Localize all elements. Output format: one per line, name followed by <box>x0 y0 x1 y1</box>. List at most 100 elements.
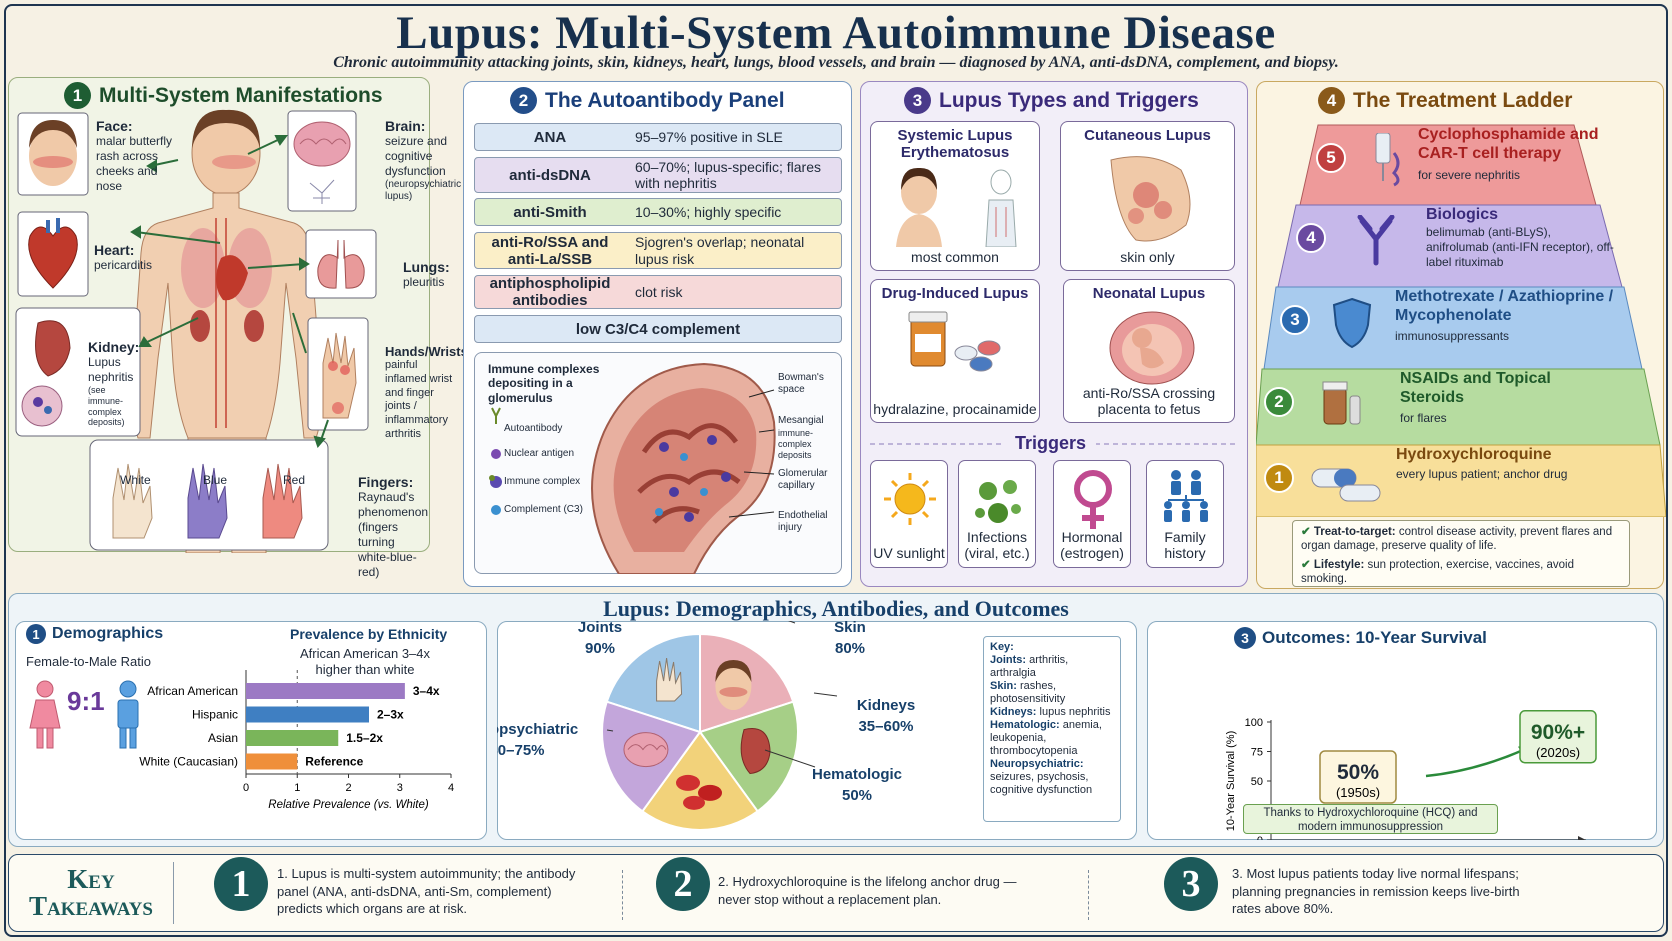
label-endothelial-injury: Endothelial injury <box>778 510 828 533</box>
legend-complement: Complement (C3) <box>504 504 583 515</box>
antibody-name: anti-Smith <box>513 203 587 221</box>
type-card-systemic: Systemic Lupus Erythematosus most common <box>870 121 1040 271</box>
fetus-illustration <box>1109 311 1195 385</box>
bottom-title: Lupus: Demographics, Antibodies, and Out… <box>603 596 1069 621</box>
survival-point-era: (1950s) <box>1336 785 1380 800</box>
tier-title: Methotrexate / Azathioprine / Mycophenol… <box>1395 288 1614 325</box>
triggers-title: Triggers <box>1005 433 1097 454</box>
antibody-desc: Sjogren's overlap; neonatal lupus risk <box>635 234 805 267</box>
value-label: 3–4x <box>413 684 440 698</box>
value-label: 2–3x <box>377 708 404 722</box>
takeaways-bar <box>8 854 1664 932</box>
page-frame <box>4 4 1668 937</box>
tier-description: belimumab (anti-BLyS), anifrolumab (anti… <box>1426 225 1614 269</box>
antibody-name: low C3/C4 complement <box>575 320 741 338</box>
hand-label-blue: Blue <box>203 473 228 487</box>
label-deposits: immune-complex deposits <box>778 428 814 460</box>
female-icon <box>29 680 61 749</box>
antibody-row: ANA 95–97% positive in SLE <box>474 123 842 151</box>
brain-thumbnail <box>287 110 357 212</box>
page-subtitle: Chronic autoimmunity attacking joints, s… <box>333 54 1339 71</box>
y-tick-label: 50 <box>1251 776 1263 788</box>
slice-name-label: Hematologic <box>812 766 902 783</box>
face-thumbnail <box>17 112 89 196</box>
legend-nuclear-antigen: Nuclear antigen <box>504 448 575 459</box>
slice-value-label: 90% <box>585 640 615 657</box>
pie-key: Key: Joints: arthritis, arthralgia Skin:… <box>983 636 1121 822</box>
type-card-drug-induced: Drug-Induced Lupus hydralazine, procaina… <box>870 279 1040 423</box>
slice-illustration <box>715 660 752 711</box>
antibody-name: antiphospholipid antibodies <box>489 275 611 309</box>
x-tick-label: 2 <box>345 782 351 794</box>
female-symbol-icon <box>1074 470 1112 529</box>
tier-description: immunosuppressants <box>1395 329 1510 343</box>
cutaneous-illustration <box>1110 156 1191 242</box>
takeaway-sep-1 <box>622 870 623 920</box>
family-tree-icon <box>1164 470 1208 522</box>
leader-line <box>813 692 838 697</box>
slice-value-label: 50% <box>842 787 872 804</box>
treatment-notes: ✔ Treat-to-target: control disease activ… <box>1292 520 1630 587</box>
hand-joints-thumbnail <box>307 317 369 431</box>
slice-value-label: 80% <box>835 640 865 657</box>
lungs-thumbnail <box>305 229 377 299</box>
organ-pie-chart: Joints90%Skin80%Kidneys35–60%Hematologic… <box>497 621 915 831</box>
slice-illustration <box>623 732 669 768</box>
pie-slice <box>605 632 701 734</box>
body-illustration <box>15 109 377 553</box>
x-tick-label: 3 <box>397 782 403 794</box>
heart-label: Heart: pericarditis <box>94 242 153 272</box>
x-tick-label: 1 <box>294 782 300 794</box>
slice-name-label: Joints <box>578 621 622 636</box>
legend-autoantibody: Autoantibody <box>504 423 563 434</box>
hand-label-white: White <box>120 473 151 487</box>
slice-illustration <box>740 728 771 775</box>
survival-point-value: 90%+ <box>1531 721 1585 744</box>
trigger-uv-sunlight: UV sunlight <box>870 460 948 568</box>
tier-title: NSAIDs and Topical Steroids <box>1400 370 1551 407</box>
leader-line <box>788 621 796 624</box>
x-tick-label: 4 <box>448 782 454 794</box>
slice-name-label: Skin <box>834 621 866 636</box>
survival-point-value: 50% <box>1337 761 1379 784</box>
tier-number: 2 <box>1264 387 1294 417</box>
y-tick-label: 75 <box>1251 747 1263 759</box>
antibody-name: ANA <box>533 128 567 146</box>
category-label: Asian <box>208 731 238 745</box>
takeaways-heading: Key Takeaways <box>29 864 153 921</box>
face-label: Face: malar butterfly rash across cheeks… <box>96 118 173 193</box>
takeaway-number-2: 2 <box>656 857 710 911</box>
y-axis-label: 10-Year Survival (%) <box>1225 731 1237 831</box>
manifestations-title: 1 Multi-System Manifestations <box>64 82 383 109</box>
connector-arrows <box>130 135 329 448</box>
slice-illustration <box>676 774 722 810</box>
label-mesangial: Mesangial <box>778 415 824 426</box>
takeaway-sep-2 <box>1088 870 1089 920</box>
glomerulus-title: Immune complexes depositing in a glomeru… <box>488 362 600 405</box>
bar <box>246 753 298 770</box>
category-label: African American <box>147 684 238 698</box>
leader-line <box>764 749 816 768</box>
pill-bottle-illustration <box>908 311 1001 372</box>
antibody-desc: 95–97% positive in SLE <box>635 128 783 145</box>
x-tick-label: 0 <box>243 782 249 794</box>
slice-name-label: Neuropsychiatric <box>497 721 578 738</box>
y-tick-label: 0 <box>1257 835 1263 840</box>
label-bowmans-space: Bowman's space <box>778 372 824 395</box>
fingers-label: Fingers: Raynaud's phenomenon (fingers t… <box>358 474 429 579</box>
hands-label: Hands/Wrists: painful inflamed wrist and… <box>385 344 473 440</box>
category-label: White (Caucasian) <box>139 755 238 769</box>
heart-thumbnail <box>17 211 89 297</box>
bar <box>246 730 339 746</box>
systemic-illustration <box>896 167 1017 247</box>
shield-icon <box>1332 297 1372 349</box>
trigger-infections: Infections (viral, etc.) <box>958 460 1036 568</box>
outcomes-title: 3 Outcomes: 10-Year Survival <box>1234 627 1487 649</box>
survival-point-era: (2020s) <box>1536 745 1580 760</box>
sun-icon <box>884 473 936 525</box>
antibody-icon <box>1357 215 1395 266</box>
leader-line <box>606 729 614 732</box>
